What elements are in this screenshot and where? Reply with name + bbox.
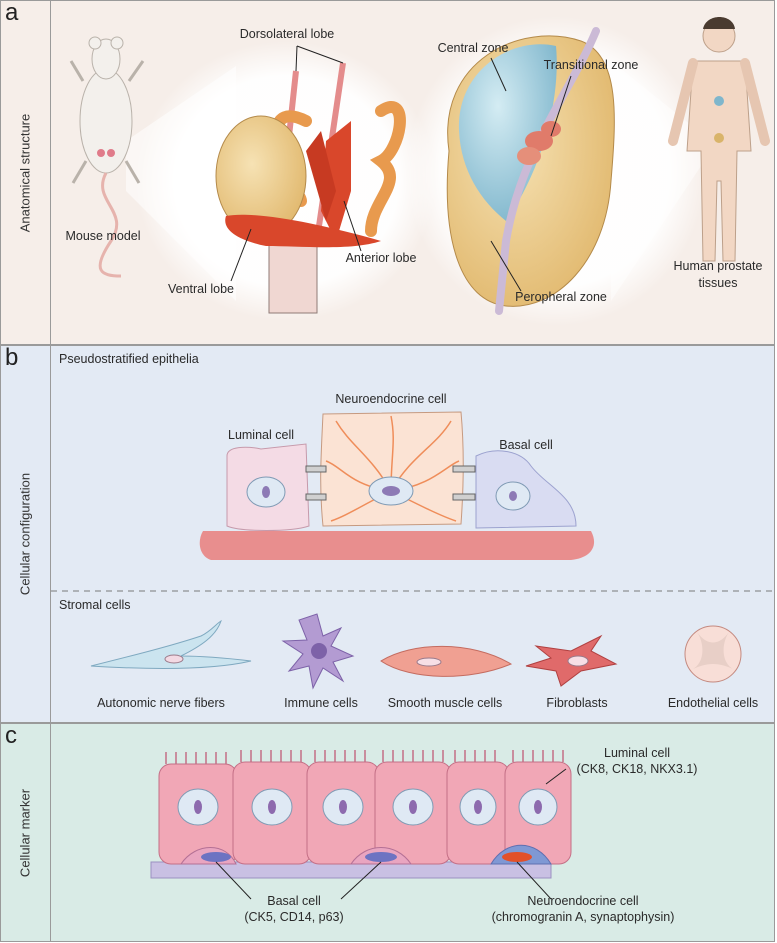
panel-c-side-label: Cellular marker <box>17 788 33 877</box>
panel-cellular-marker: c Cellular marker <box>0 722 775 942</box>
heading-pseudostratified-epithelia: Pseudostratified epithelia <box>59 352 199 366</box>
nerve-fiber-cell <box>90 619 252 669</box>
panel-b-sidebar: b Cellular configuration <box>1 344 51 722</box>
human-prostate <box>446 27 615 315</box>
panel-anatomical-structure: a Anatomical structure <box>0 0 775 345</box>
label-autonomic-nerve-fibers: Autonomic nerve fibers <box>97 696 225 710</box>
label-basal-cell-marker-line2: (CK5, CD14, p63) <box>244 910 344 924</box>
label-luminal-cell: Luminal cell <box>227 428 295 442</box>
label-basal-cell: Basal cell <box>499 438 553 452</box>
label-luminal-cell-marker-line2: (CK8, CK18, NKX3.1) <box>576 762 698 776</box>
label-human-prostate-line1: Human prostate <box>673 259 763 273</box>
label-neuroendocrine-cell: Neuroendocrine cell <box>335 392 447 406</box>
microvilli <box>165 750 564 764</box>
label-immune-cells: Immune cells <box>284 696 358 710</box>
label-ventral-lobe: Ventral lobe <box>167 282 235 296</box>
label-neuroendocrine-marker-line1: Neuroendocrine cell <box>527 894 639 908</box>
panel-b-side-label: Cellular configuration <box>17 472 33 596</box>
human-figure <box>668 17 770 262</box>
smooth-muscle-cell <box>380 645 513 677</box>
panel-cellular-configuration: b Cellular configuration Pseudostratifie… <box>0 344 776 723</box>
label-luminal-cell-marker-line1: Luminal cell <box>603 746 671 760</box>
label-mouse-model: Mouse model <box>65 229 141 243</box>
mouse-prostate <box>215 62 406 314</box>
label-endothelial-cells: Endothelial cells <box>667 696 759 710</box>
panel-c-sidebar: c Cellular marker <box>1 722 51 941</box>
luminal-cells-row <box>158 750 572 865</box>
panel-a-side-label: Anatomical structure <box>17 113 33 232</box>
human-zoom-beam <box>611 61 711 301</box>
panel-c-content: Luminal cell (CK8, CK18, NKX3.1) Basal c… <box>51 724 774 941</box>
label-smooth-muscle-cells: Smooth muscle cells <box>387 696 503 710</box>
label-basal-cell-marker-line1: Basal cell <box>267 894 321 908</box>
cellular-marker-illustration <box>150 750 572 900</box>
label-anterior-lobe: Anterior lobe <box>345 251 417 265</box>
panel-c-letter: c <box>5 722 17 749</box>
label-central-zone: Central zone <box>437 41 509 55</box>
panel-a-leader-lines <box>230 45 572 292</box>
panel-a-letter: a <box>5 0 19 26</box>
panel-b-letter: b <box>5 344 19 371</box>
anatomy-illustration <box>69 16 770 326</box>
panel-a-sidebar: a Anatomical structure <box>1 0 51 344</box>
cell-junctions <box>305 465 476 501</box>
label-transitional-zone: Transitional zone <box>543 58 639 72</box>
mouse-figure <box>69 36 145 278</box>
label-fibroblasts: Fibroblasts <box>546 696 608 710</box>
heading-stromal-cells: Stromal cells <box>59 598 131 612</box>
mouse-zoom-beam <box>126 66 236 301</box>
cell-configuration-illustration <box>51 411 776 690</box>
label-neuroendocrine-marker-line2: (chromogranin A, synaptophysin) <box>491 910 675 924</box>
panel-b-content: Pseudostratified epithelia Stromal cells <box>51 346 776 722</box>
panel-a-content: Mouse model Dorsolateral lobe Ventral lo… <box>51 1 774 344</box>
basement-membrane <box>199 531 595 560</box>
panel-c-leader-lines <box>215 768 567 900</box>
label-human-prostate-line2: tissues <box>698 276 738 290</box>
label-dorsolateral-lobe: Dorsolateral lobe <box>239 27 335 41</box>
label-peropheral-zone: Peropheral zone <box>515 290 607 304</box>
